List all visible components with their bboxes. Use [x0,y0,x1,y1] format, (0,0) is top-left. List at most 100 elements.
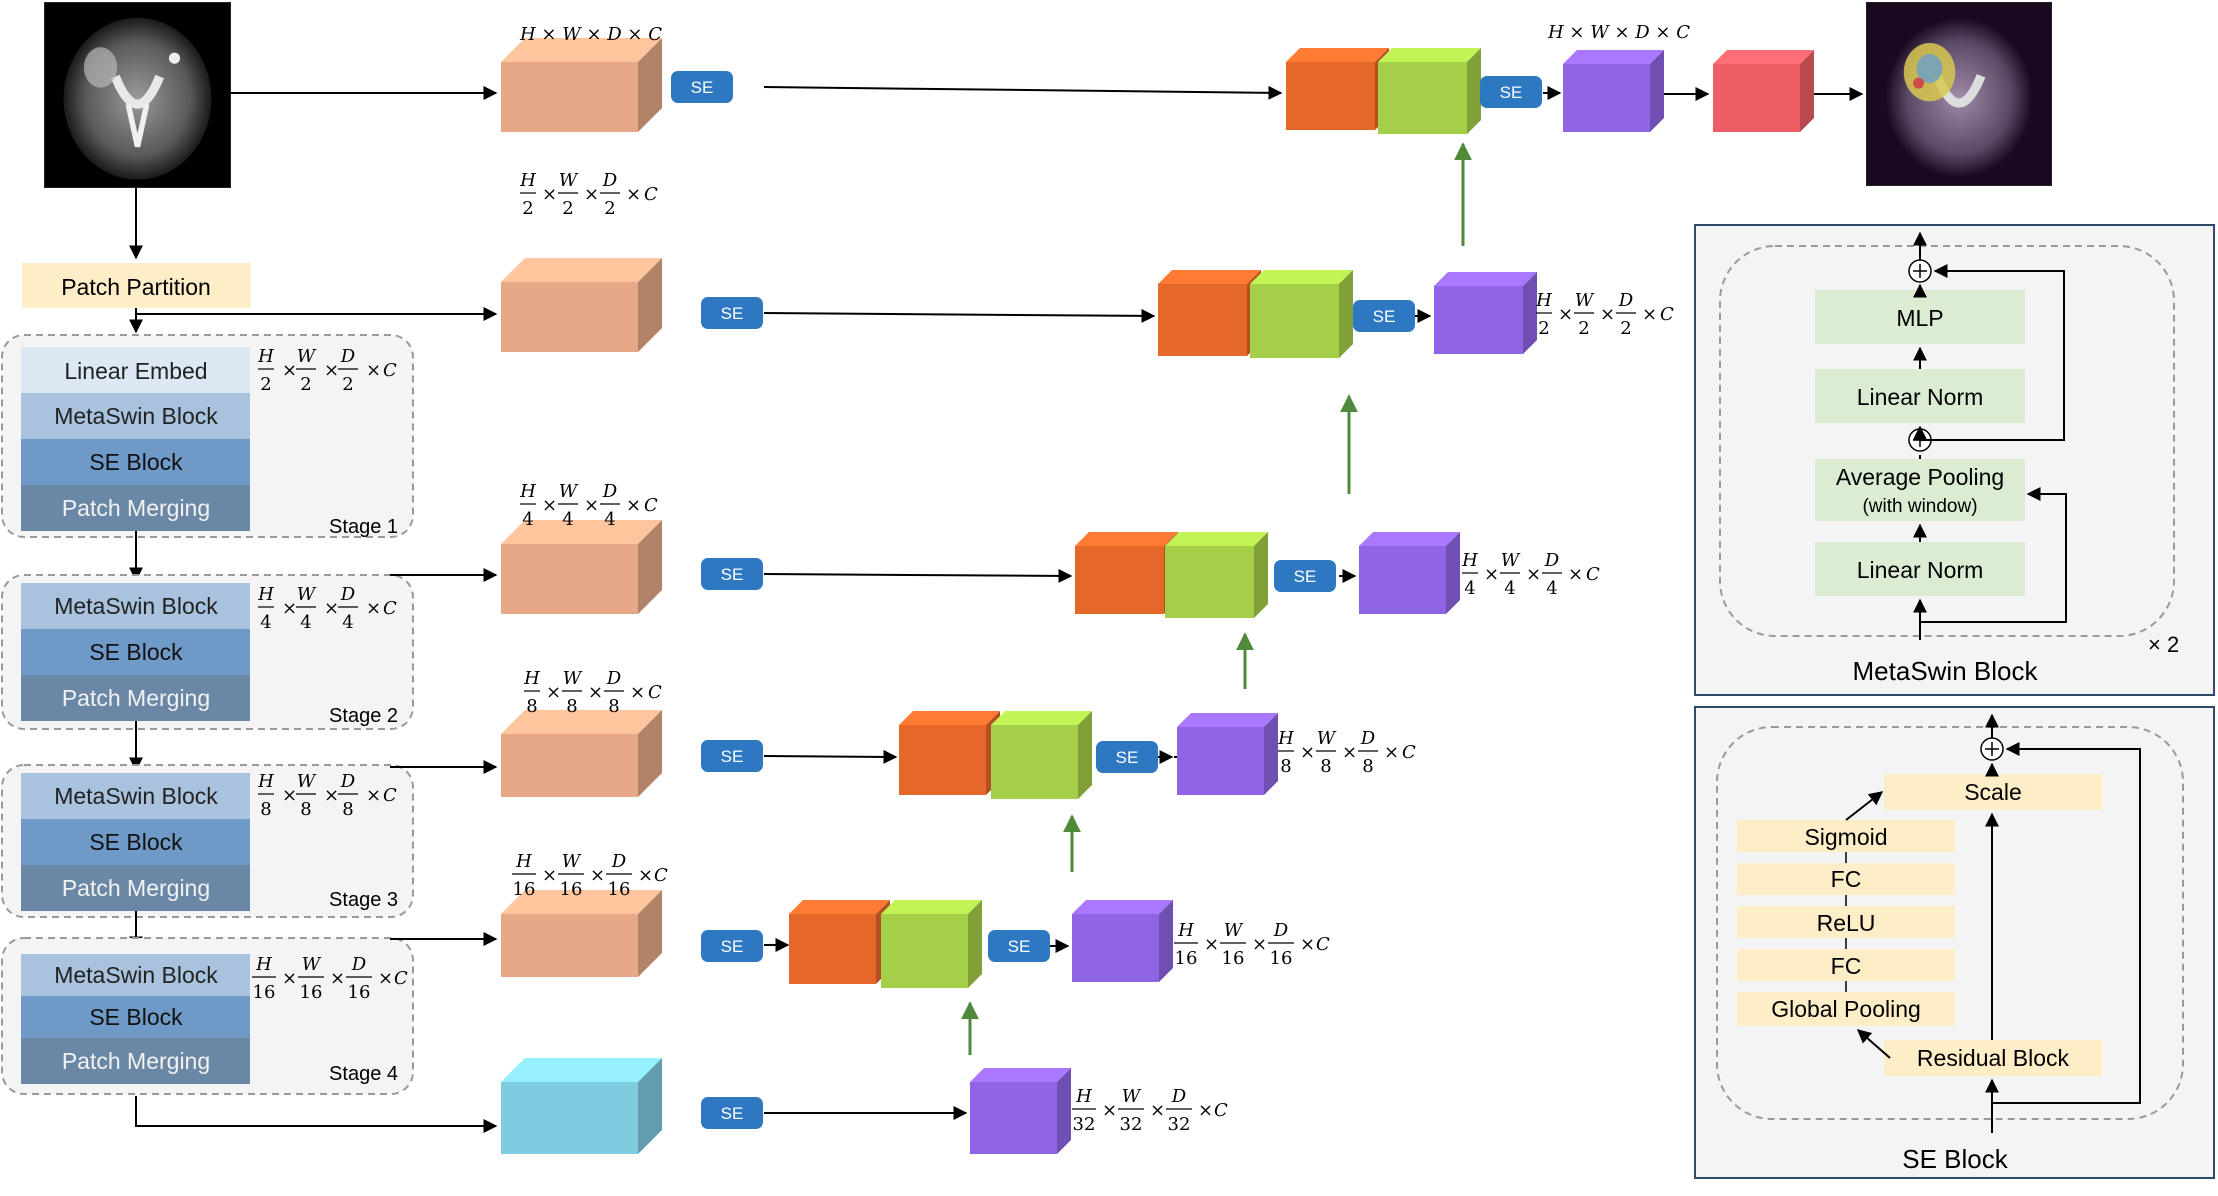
svg-text:×: × [1204,934,1219,955]
svg-text:W: W [302,954,322,975]
svg-text:H: H [255,954,272,975]
svg-text:C: C [1660,304,1674,325]
svg-text:×: × [1384,742,1399,763]
stage-3-block-label: SE Block [89,829,183,855]
svg-text:C: C [644,184,658,205]
svg-text:×: × [366,360,381,381]
cube-dec-sixteenth-purple [1072,900,1173,982]
mlp-label: MLP [1896,305,1943,331]
svg-text:×: × [626,495,641,516]
dim-sixteenth-encoder: H16 × W16 × D16 × C [512,851,668,900]
svg-text:×: × [590,865,605,886]
svg-text:W: W [1122,1086,1142,1107]
stage-2-se [21,629,250,675]
stage-3-metaswin [21,773,250,819]
average-pooling-sublabel: (with window) [1862,496,1977,517]
se-badge: SE [988,930,1050,962]
svg-text:C: C [383,360,397,381]
se-badge-label: SE [721,1104,744,1123]
svg-text:×: × [542,865,557,886]
fc-top-box [1737,863,1955,895]
svg-text:H: H [523,668,540,689]
dim-sixteenth-decoder: H16 × W16 × D16 × C [1174,920,1330,969]
residual-block-box [1884,1040,2102,1076]
svg-text:×: × [1198,1100,1213,1121]
se-badge: SE [701,297,763,329]
se-badge-label: SE [721,937,744,956]
stage-1-label: Stage 1 [329,516,398,538]
se-badge-label: SE [721,304,744,323]
se-badge: SE [1480,76,1542,108]
se-badge-label: SE [1116,748,1139,767]
cube-dec-full-purple [1563,50,1664,132]
stage-4-label: Stage 4 [329,1063,398,1085]
stage-4-block-label: MetaSwin Block [54,962,218,988]
svg-text:H: H [257,346,274,367]
cube-bottleneck-purple [970,1068,1071,1154]
metaswin-block-panel: MLP Linear Norm Average Pooling (with wi… [1694,224,2215,696]
svg-text:×: × [366,598,381,619]
cube-output-red [1713,50,1814,132]
stage-1-se [21,439,250,485]
linear-norm-bottom-box [1815,542,2025,596]
stage-1-block-label: MetaSwin Block [54,403,218,429]
svg-text:C: C [644,495,658,516]
svg-text:4: 4 [260,612,271,633]
dim-thirtysecond: H32 × W32 × D32 × C [1072,1086,1228,1135]
svg-text:W: W [562,851,582,872]
svg-text:H: H [1277,728,1294,749]
svg-text:D: D [351,954,367,975]
output-segmentation-image [1866,2,2052,186]
svg-text:H: H [519,481,536,502]
svg-text:4: 4 [562,509,573,530]
dim-half-decoder: H2 × W2 × D2 × C [1535,290,1674,339]
cube-enc-eighth [501,710,662,797]
svg-text:W: W [1224,920,1244,941]
svg-text:×: × [366,785,381,806]
skip-arrows [135,85,1864,1133]
svg-text:16: 16 [348,982,371,1003]
cube-dec-quarter-green [1165,532,1268,618]
input-mri-image [44,2,231,188]
se-badge-label: SE [1373,307,1396,326]
svg-text:×: × [1252,934,1267,955]
svg-text:×: × [1342,742,1357,763]
svg-text:C: C [1586,564,1600,585]
svg-text:×: × [1526,564,1541,585]
svg-text:D: D [602,481,618,502]
stage-2-block-label: SE Block [89,639,183,665]
svg-text:×: × [282,360,297,381]
svg-text:16: 16 [1222,948,1245,969]
average-pooling-box [1815,459,2025,521]
svg-text:H: H [1461,550,1478,571]
svg-text:2: 2 [562,198,573,219]
svg-text:8: 8 [1362,756,1373,777]
svg-text:H: H [257,584,274,605]
global-pooling-label: Global Pooling [1771,996,1921,1022]
svg-text:W: W [1575,290,1595,311]
se-badge-label: SE [721,747,744,766]
svg-text:32: 32 [1073,1114,1096,1135]
fc-bottom-box [1737,949,1955,981]
svg-text:D: D [340,771,356,792]
svg-text:D: D [611,851,627,872]
svg-text:×: × [1300,934,1315,955]
svg-text:×: × [630,682,645,703]
svg-text:16: 16 [608,879,631,900]
se-badge-label: SE [1500,83,1523,102]
scale-box [1884,774,2102,810]
stage-1-metaswin [21,393,250,439]
svg-text:D: D [1273,920,1289,941]
stage-4-metaswin [21,954,250,996]
svg-text:2: 2 [260,374,271,395]
svg-text:W: W [1317,728,1337,749]
svg-text:16: 16 [253,982,276,1003]
cube-dec-quarter-purple [1359,532,1460,614]
sigmoid-label: Sigmoid [1804,824,1887,850]
svg-text:2: 2 [522,198,533,219]
dim-eighth-encoder: H8 × W8 × D8 × C [523,668,662,717]
cube-enc-quarter [501,520,662,614]
svg-text:×: × [584,184,599,205]
stage-4-block-label: SE Block [89,1004,183,1030]
